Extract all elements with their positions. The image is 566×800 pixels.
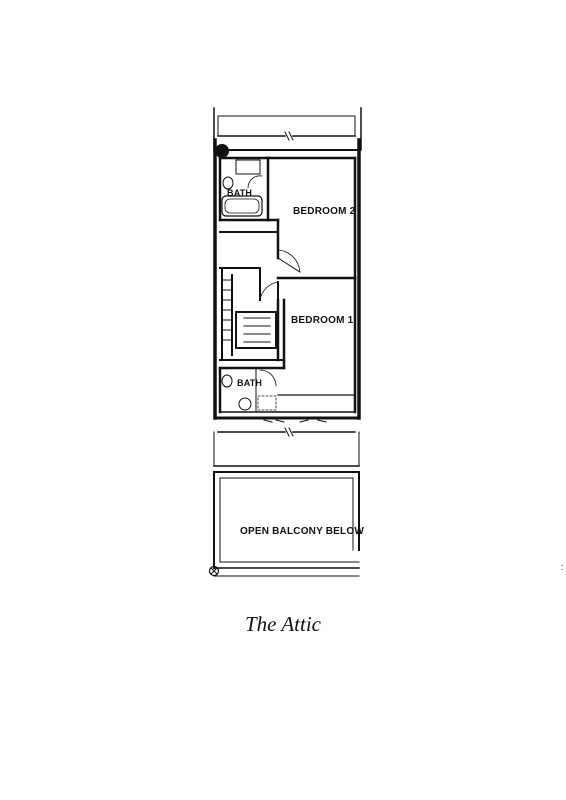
stray-mark: : [561, 562, 564, 572]
top-roof-band [213, 107, 362, 151]
outer-walls [213, 138, 361, 420]
upper-bath [218, 156, 270, 222]
room-label-upper-bath: BATH [227, 188, 252, 198]
room-label-lower-bath: BATH [237, 378, 262, 388]
room-label-bedroom-1: BEDROOM 1 [291, 315, 354, 326]
room-label-balcony: OPEN BALCONY BELOW [240, 526, 364, 537]
plan-caption: The Attic [244, 612, 322, 636]
deck-band [217, 411, 356, 437]
bedroom-2-walls [266, 156, 357, 280]
balcony-walls [213, 431, 360, 577]
lower-bath [218, 366, 286, 414]
room-label-bedroom-2: BEDROOM 2 [293, 206, 356, 217]
corner-post-icon [208, 565, 220, 577]
column-marker [215, 144, 229, 158]
hall-and-stairs [219, 231, 285, 361]
bedroom-1-walls [276, 276, 357, 414]
